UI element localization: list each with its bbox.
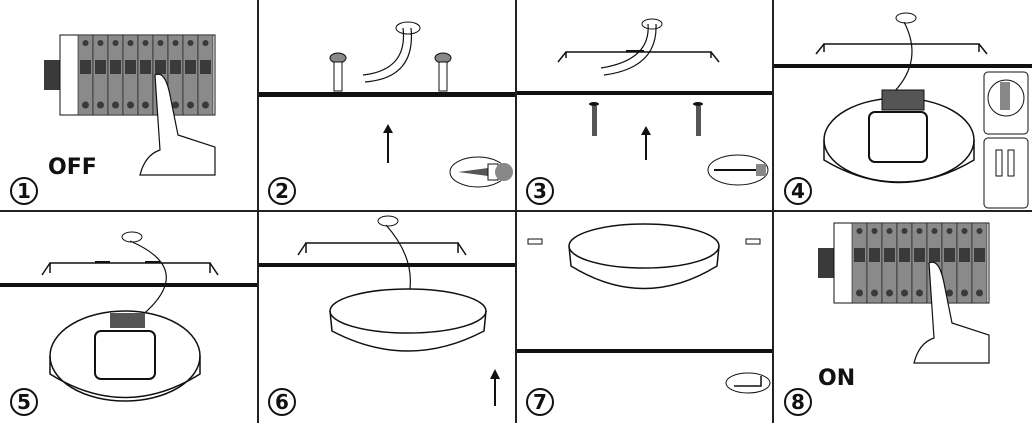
step-number-2: 2 <box>268 177 296 205</box>
lift-light-to-ceiling-illustration <box>258 215 516 406</box>
twist-lock-light-illustration <box>516 223 774 394</box>
mounting-bracket-screws-illustration <box>516 18 774 186</box>
step-number-3: 3 <box>526 177 554 205</box>
step-number-1: 1 <box>10 177 38 205</box>
step-3-panel: 3 <box>516 0 774 211</box>
divider <box>0 210 1032 212</box>
step-6-panel: 6 <box>258 211 516 422</box>
step-1-panel: OFF 1 <box>0 0 258 211</box>
step-number-4: 4 <box>784 177 812 205</box>
step-number-5: 5 <box>10 388 38 416</box>
step-number-7: 7 <box>526 388 554 416</box>
step-number-6: 6 <box>268 388 296 416</box>
step-7-panel: 7 <box>516 211 774 422</box>
on-label: ON <box>818 366 856 391</box>
step-number-8: 8 <box>784 388 812 416</box>
drill-and-plugs-illustration <box>258 21 516 188</box>
step-5-panel: 5 <box>0 211 258 422</box>
step-8-panel: ON 8 <box>774 211 1032 422</box>
off-label: OFF <box>48 155 97 180</box>
step-4-panel: 4 <box>774 0 1032 211</box>
attach-light-base-illustration <box>0 231 258 402</box>
step-2-panel: 2 <box>258 0 516 211</box>
connect-wires-illustration <box>774 12 1032 209</box>
circuit-breaker-off-illustration <box>44 34 216 176</box>
circuit-breaker-on-illustration <box>818 222 990 364</box>
